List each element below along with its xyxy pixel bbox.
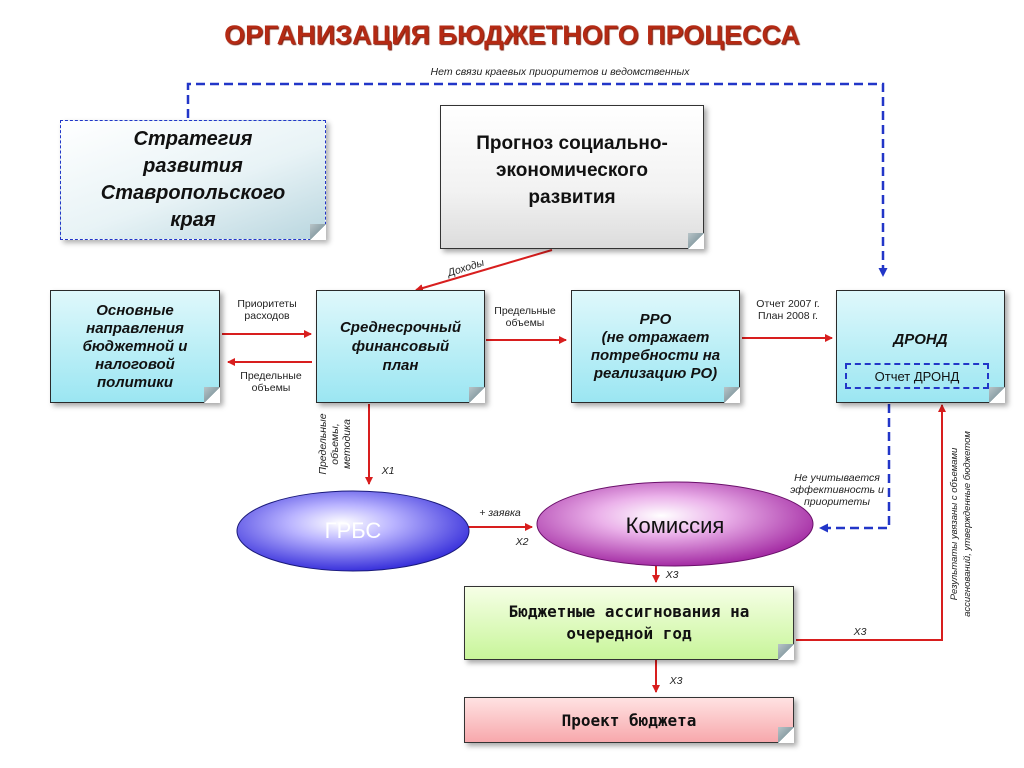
commission-ellipse bbox=[536, 481, 814, 567]
results-line: ассигнований, утвержденные бюджетом bbox=[962, 431, 973, 617]
policy-line: направления bbox=[86, 319, 184, 337]
midterm-line: финансовый bbox=[351, 338, 450, 355]
request-label: + заявка bbox=[479, 507, 521, 519]
priorities-line: расходов bbox=[244, 310, 290, 322]
priorities-line: Приоритеты bbox=[237, 298, 297, 310]
drond-box: ДРОНД Отчет ДРОНД bbox=[836, 290, 1005, 403]
allocations-line: очередной год bbox=[566, 624, 692, 643]
x3-label: Х3 bbox=[665, 569, 679, 581]
budget-project-box: Проект бюджета bbox=[464, 697, 794, 743]
x3-label: Х3 bbox=[853, 626, 867, 638]
forecast-box: Прогноз социально- экономического развит… bbox=[440, 105, 704, 249]
drond-title: ДРОНД bbox=[893, 331, 948, 348]
allocations-line: Бюджетные ассигнования на bbox=[508, 602, 750, 621]
page-title: ОРГАНИЗАЦИЯ БЮДЖЕТНОГО ПРОЦЕССА bbox=[224, 20, 800, 50]
limits-mid-label: Предельные объемы bbox=[482, 305, 568, 329]
midterm-line: Среднесрочный bbox=[339, 319, 462, 336]
midterm-line: план bbox=[382, 357, 419, 374]
report-plan-line: План 2008 г. bbox=[758, 310, 818, 322]
limits-method-line: методика bbox=[341, 419, 353, 469]
limits-left-line: Предельные bbox=[240, 370, 302, 382]
limits-mid-line: Предельные bbox=[494, 305, 556, 317]
allocations-box: Бюджетные ассигнования на очередной год bbox=[464, 586, 794, 660]
commission-label: Комиссия bbox=[625, 513, 725, 538]
strategy-line: Ставропольского bbox=[100, 182, 286, 204]
x3-label: Х3 bbox=[669, 675, 683, 687]
grbs-label: ГРБС bbox=[324, 518, 382, 543]
results-line: Результаты увязаны с объемами bbox=[949, 447, 960, 601]
top-note: Нет связи краевых приоритетов и ведомств… bbox=[430, 66, 690, 78]
report-plan-label: Отчет 2007 г. План 2008 г. bbox=[740, 298, 836, 322]
x1-label: Х1 bbox=[381, 465, 395, 477]
priority-gap-connector bbox=[186, 82, 888, 277]
allocations-drond-arrow bbox=[796, 404, 946, 641]
rro-line: потребности на bbox=[590, 346, 721, 364]
drond-report-box: Отчет ДРОНД bbox=[845, 363, 989, 389]
results-label: Результаты увязаны с объемами ассигнован… bbox=[948, 408, 974, 640]
not-considered-line: Не учитывается bbox=[794, 472, 880, 484]
forecast-line: развития bbox=[528, 187, 616, 208]
not-considered-label: Не учитывается эффективность и приоритет… bbox=[772, 472, 902, 508]
limits-left-label: Предельные объемы bbox=[226, 370, 316, 394]
policy-line: политики bbox=[96, 373, 174, 391]
rro-line: реализацию РО) bbox=[593, 364, 718, 382]
x2-label: Х2 bbox=[515, 536, 529, 548]
strategy-box: Стратегия развития Ставропольского края bbox=[60, 120, 326, 240]
midterm-plan-box: Среднесрочный финансовый план bbox=[316, 290, 485, 403]
priorities-label: Приоритеты расходов bbox=[222, 298, 312, 322]
report-plan-line: Отчет 2007 г. bbox=[756, 298, 820, 310]
policy-line: бюджетной и bbox=[82, 337, 188, 355]
limits-left-line: объемы bbox=[251, 382, 291, 394]
forecast-line: экономического bbox=[496, 160, 648, 181]
rro-box: РРО (не отражает потребности на реализац… bbox=[571, 290, 740, 403]
strategy-line: края bbox=[170, 209, 216, 231]
policy-line: налоговой bbox=[95, 355, 175, 373]
limits-method-line: объемы, bbox=[329, 423, 341, 465]
not-considered-line: эффективность и bbox=[790, 484, 884, 496]
rro-line: (не отражает bbox=[601, 328, 710, 346]
limits-method-label: Предельные объемы, методика bbox=[317, 404, 353, 484]
strategy-line: развития bbox=[143, 155, 243, 177]
drond-commission-connector bbox=[819, 404, 891, 533]
policy-box: Основные направления бюджетной и налогов… bbox=[50, 290, 220, 403]
limits-mid-line: объемы bbox=[505, 317, 545, 329]
strategy-line: Стратегия bbox=[133, 128, 253, 150]
forecast-midterm-arrow bbox=[415, 249, 553, 292]
not-considered-line: приоритеты bbox=[804, 496, 870, 508]
forecast-line: Прогноз социально- bbox=[476, 133, 668, 154]
policy-line: Основные bbox=[96, 301, 174, 319]
limits-method-line: Предельные bbox=[317, 413, 329, 475]
rro-line: РРО bbox=[639, 310, 672, 328]
grbs-ellipse bbox=[236, 490, 470, 572]
